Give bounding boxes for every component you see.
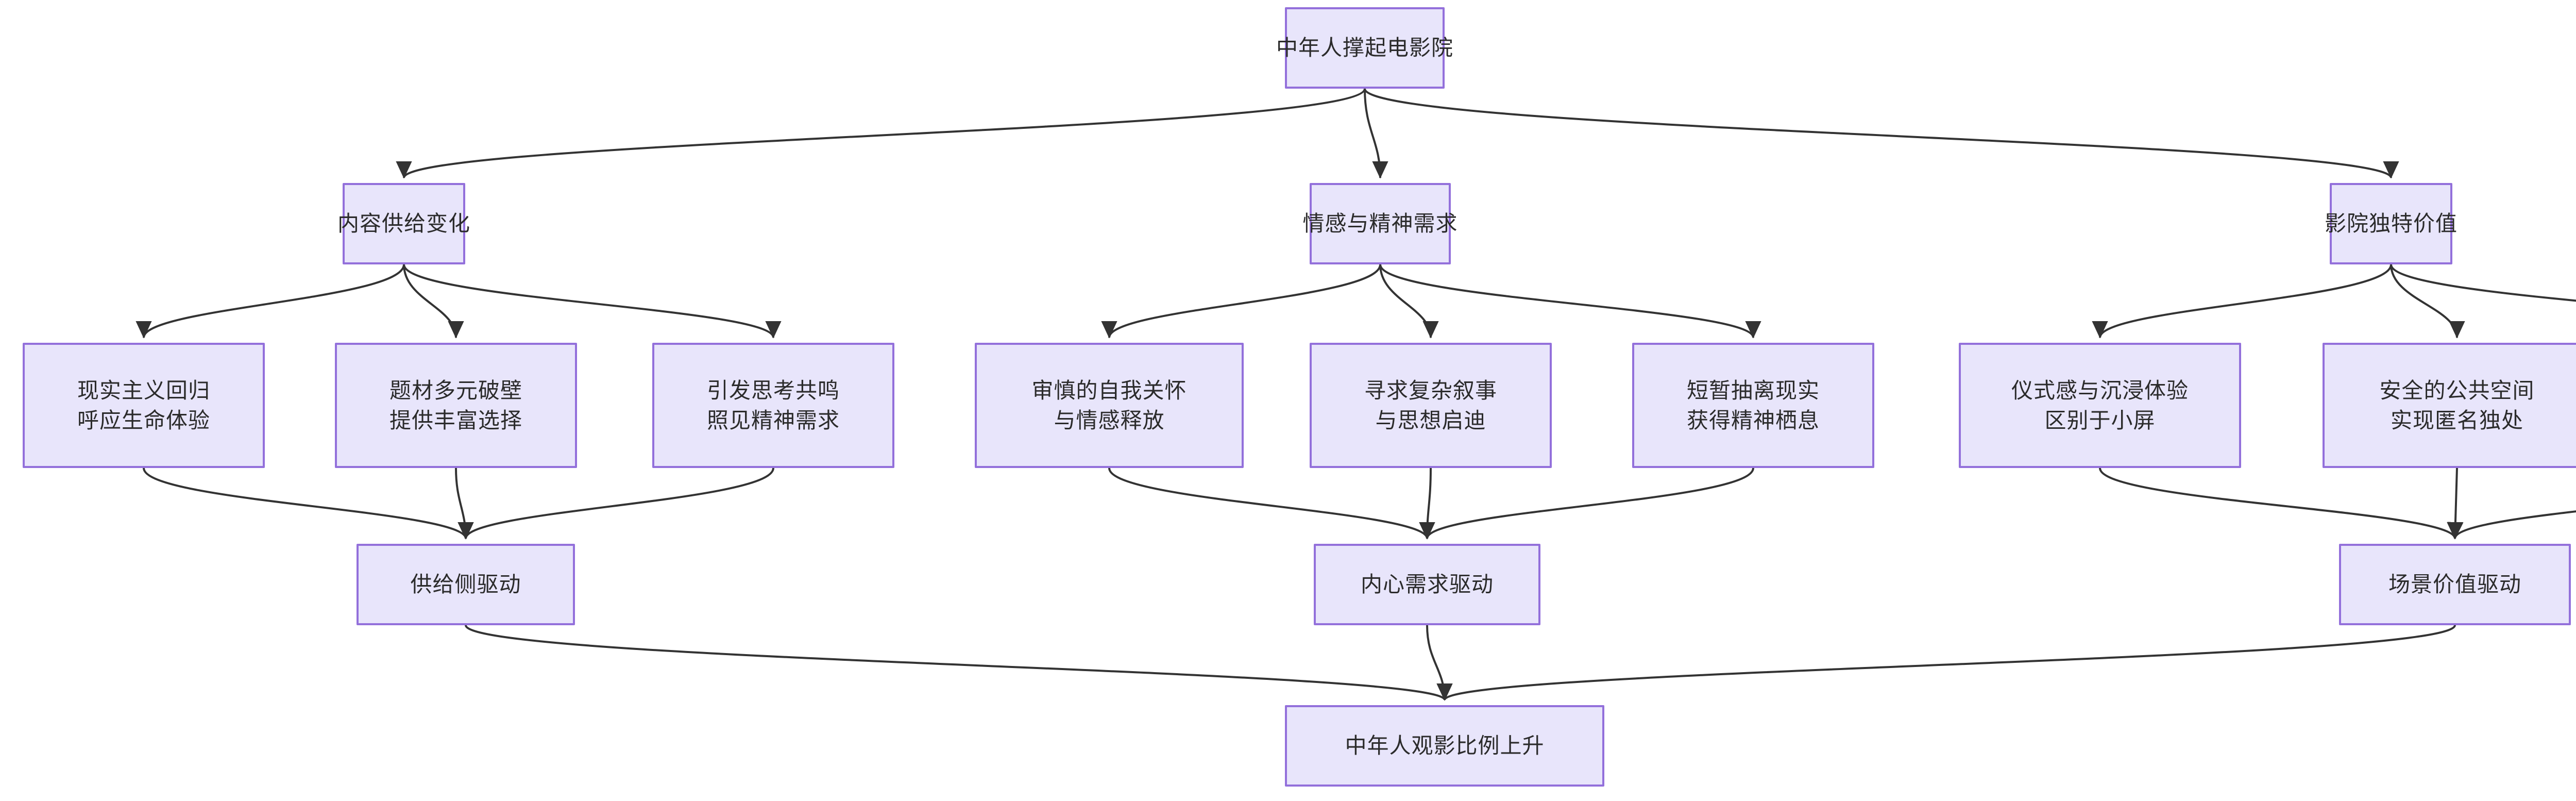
- edge-leaf4-to-driver2: [1108, 468, 1435, 540]
- node-leaf5[interactable]: 寻求复杂叙事与思想启迪: [1310, 343, 1552, 468]
- node-leaf6[interactable]: 短暂抽离现实获得精神栖息: [1632, 343, 1874, 468]
- edge-leaf3-to-driver1: [457, 468, 774, 540]
- node-outcome[interactable]: 中年人观影比例上升: [1285, 705, 1604, 787]
- node-leaf7[interactable]: 仪式感与沉浸体验区别于小屏: [1959, 343, 2241, 468]
- node-label: 内容供给变化: [337, 211, 471, 236]
- node-leaf2[interactable]: 题材多元破壁提供丰富选择: [335, 343, 577, 468]
- edge-leaf1-to-driver1: [143, 468, 474, 540]
- node-label-secondary: 实现匿名独处: [2390, 408, 2523, 432]
- edge-branch1-to-leaf2: [403, 264, 464, 339]
- edge-leaf6-to-driver2: [1419, 468, 1754, 540]
- node-label-secondary: 获得精神栖息: [1686, 408, 1820, 432]
- node-label: 内心需求驱动: [1360, 572, 1494, 597]
- node-label: 中年人撑起电影院: [1276, 36, 1454, 60]
- node-driver2[interactable]: 内心需求驱动: [1314, 544, 1540, 625]
- edge-leaf5-to-driver2: [1419, 468, 1435, 540]
- node-root[interactable]: 中年人撑起电影院: [1276, 7, 1453, 89]
- node-label: 短暂抽离现实: [1686, 378, 1820, 403]
- edge-branch1-to-leaf1: [135, 264, 405, 339]
- node-label-secondary: 照见精神需求: [706, 408, 840, 432]
- edge-leaf7-to-driver3: [2099, 468, 2463, 540]
- edge-branch2-to-leaf4: [1101, 264, 1381, 339]
- edge-branch2-to-leaf6: [1379, 264, 1761, 339]
- node-label-secondary: 呼应生命体验: [77, 408, 210, 432]
- node-leaf1[interactable]: 现实主义回归呼应生命体验: [23, 343, 265, 468]
- node-leaf3[interactable]: 引发思考共鸣照见精神需求: [652, 343, 894, 468]
- edge-branch3-to-leaf8: [2390, 264, 2465, 339]
- node-leaf8[interactable]: 安全的公共空间实现匿名独处: [2323, 343, 2576, 468]
- node-label: 现实主义回归: [77, 378, 210, 403]
- node-label-secondary: 区别于小屏: [2044, 408, 2156, 432]
- edge-branch3-to-leaf9: [2390, 264, 2576, 302]
- edge-driver2-to-outcome: [1426, 625, 1453, 701]
- node-label: 场景价值驱动: [2388, 572, 2521, 597]
- node-branch1[interactable]: 内容供给变化: [337, 183, 470, 264]
- edge-leaf2-to-driver1: [455, 468, 474, 540]
- node-label-secondary: 提供丰富选择: [389, 408, 522, 432]
- node-label: 中年人观影比例上升: [1345, 733, 1545, 758]
- edge-driver3-to-outcome: [1437, 625, 2456, 701]
- edge-root-to-branch2: [1364, 88, 1388, 179]
- node-label-secondary: 与情感释放: [1054, 408, 1165, 432]
- node-label: 影院独特价值: [2325, 211, 2458, 236]
- node-branch3[interactable]: 影院独特价值: [2325, 183, 2457, 264]
- node-driver3[interactable]: 场景价值驱动: [2339, 544, 2571, 625]
- node-label: 题材多元破壁: [389, 378, 522, 403]
- node-label: 审慎的自我关怀: [1031, 378, 1187, 403]
- node-label: 寻求复杂叙事: [1364, 378, 1497, 403]
- node-label: 情感与精神需求: [1302, 211, 1458, 236]
- node-label: 供给侧驱动: [410, 572, 521, 597]
- edge-branch1-to-leaf3: [403, 264, 782, 339]
- edge-driver1-to-outcome: [465, 625, 1452, 701]
- node-label: 仪式感与沉浸体验: [2011, 378, 2189, 403]
- node-driver1[interactable]: 供给侧驱动: [357, 544, 575, 625]
- node-label: 引发思考共鸣: [706, 378, 840, 403]
- edge-root-to-branch3: [1364, 88, 2399, 179]
- node-leaf4[interactable]: 审慎的自我关怀与情感释放: [975, 343, 1244, 468]
- edge-root-to-branch1: [396, 88, 1366, 179]
- edge-leaf8-to-driver3: [2447, 468, 2464, 540]
- edge-branch2-to-leaf5: [1379, 264, 1439, 339]
- node-branch2[interactable]: 情感与精神需求: [1303, 183, 1458, 264]
- edge-branch3-to-leaf7: [2092, 264, 2392, 339]
- node-label-secondary: 与思想启迪: [1375, 408, 1486, 432]
- edge-leaf9-to-driver3: [2447, 510, 2576, 540]
- node-label: 安全的公共空间: [2379, 378, 2535, 403]
